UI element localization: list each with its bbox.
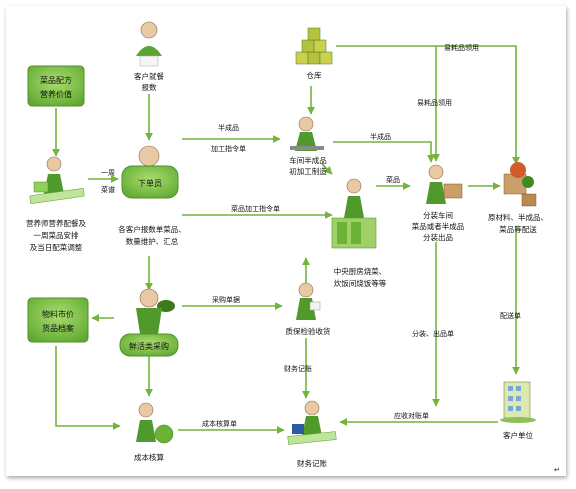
cost-accounting-label: 成本核算 [134,452,164,462]
edge-label-dishes: 菜品 [386,175,400,184]
order-clerk-node: 下单员 [121,145,179,199]
corner-mark: ↵ [554,466,560,474]
central-kitchen-node: 中央厨房烧菜、 炊饭间烧饭等等 [331,178,387,288]
order-tasks-line1: 各客户报数单菜品、 [118,224,186,234]
nutritionist-line1: 营养师营养配餐及 [26,218,86,228]
cost-accounting-node: 成本核算 [134,402,174,462]
edge-label-purchase-order: 采购单据 [212,295,240,304]
recipe-box: 菜品配方 营养价值 [27,65,85,107]
raw-materials-node: 原材料、半成品、 菜品等配送 [488,162,548,234]
edge-label-delivery-order: 配送单 [500,311,521,320]
process-diagram: 一周 菜谱 半成品 加工指令单 易耗品领用 易耗品领用 半成品 菜品 菜品加工指… [6,6,566,476]
customer-order-line2: 报数 [142,82,157,92]
building-icon [500,381,536,423]
finance-node: 财务记账 [287,400,337,468]
dispatch-node: 分装车间 菜品或者半成品 分装出品 [412,164,465,242]
nutritionist-line2: 一周菜品安排 [34,230,79,240]
person-head-icon [138,145,160,167]
order-clerk-label: 下单员 [138,178,162,188]
semi-finished-node: 车间半成品 初加工制造 [289,116,327,176]
order-tasks-line2: 数量维护、汇总 [126,236,179,246]
market-box-line2: 货品档案 [42,323,74,333]
chef-icon [331,178,377,249]
edge-label-weekly-menu-2: 菜谱 [101,185,115,194]
recipe-box-line2: 营养价值 [40,89,72,99]
flow-arrows [52,45,520,434]
edge-label-semi-product: 半成品 [370,132,391,141]
nutritionist-node: 营养师营养配餐及 一周菜品安排 及当日配菜调整 [26,156,86,252]
edge-labels: 一周 菜谱 半成品 加工指令单 易耗品领用 易耗品领用 半成品 菜品 菜品加工指… [101,43,521,428]
central-kitchen-line2: 炊饭间烧饭等等 [334,278,387,288]
semi-finished-line1: 车间半成品 [289,155,327,165]
warehouse-label: 仓库 [307,70,322,80]
arrow-warehouse-to-raw [336,45,520,165]
worker-icon [290,116,324,151]
raw-materials-line2: 菜品等配送 [499,224,537,234]
dispatch-line3: 分装出品 [423,232,453,242]
calculator-icon [292,424,304,434]
buyer-head-icon [139,288,159,308]
customer-order-node: 客户就餐 报数 [134,21,164,92]
market-box: 物料市价 货品档案 [27,297,89,343]
arrow-semi-to-dispatch [333,141,435,163]
customer-unit-node: 客户单位 [500,381,536,440]
semi-finished-line2: 初加工制造 [289,166,327,176]
diagram-canvas: 一周 菜谱 半成品 加工指令单 易耗品领用 易耗品领用 半成品 菜品 菜品加工指… [26,21,560,474]
accountant-icon [136,402,174,444]
edge-label-semi-order-2: 加工指令单 [211,144,246,153]
warehouse-node: 仓库 [295,27,333,80]
edge-label-finance-record: 财务记账 [284,364,312,373]
clerk-desk-icon [287,400,337,445]
edge-label-split-order: 分装、出品单 [412,329,454,338]
edge-label-consumables-1: 易耗品领用 [444,43,479,52]
nutritionist-line3: 及当日配菜调整 [30,242,83,252]
arrow-semi-to-kitchen [321,163,333,175]
dispatch-line2: 菜品或者半成品 [412,221,465,231]
packer-icon [426,164,463,204]
quality-check-node: 质保检验收货 [286,282,331,336]
recipe-box-line1: 菜品配方 [40,75,72,85]
edge-label-receivable-order: 应收对账单 [394,411,429,420]
edge-label-semi-order-1: 半成品 [218,123,239,132]
edge-label-consumables-2: 易耗品领用 [417,98,452,107]
desk-person-icon [29,156,85,205]
fresh-purchase-node: 鲜活类采购 [119,288,179,357]
market-box-line1: 物料市价 [42,309,74,319]
buyer-body-icon [136,308,162,334]
customer-unit-label: 客户单位 [503,430,533,440]
boxes-icon [295,27,333,65]
fresh-purchase-label: 鲜活类采购 [129,341,169,351]
inspector-icon [296,282,321,320]
raw-materials-line1: 原材料、半成品、 [488,212,548,222]
quality-check-label: 质保检验收货 [286,326,331,336]
dispatch-line1: 分装车间 [423,210,453,220]
edge-label-dish-order: 菜品加工指令单 [231,204,280,213]
edge-label-weekly-menu-1: 一周 [101,169,115,177]
goods-icon [503,162,537,207]
customer-order-line1: 客户就餐 [134,71,164,81]
central-kitchen-line1: 中央厨房烧菜、 [334,266,387,276]
finance-label: 财务记账 [297,458,327,468]
person-icon [136,21,162,67]
arrow-market-to-cost [55,346,121,430]
edge-label-cost-order: 成本核算单 [202,419,237,428]
